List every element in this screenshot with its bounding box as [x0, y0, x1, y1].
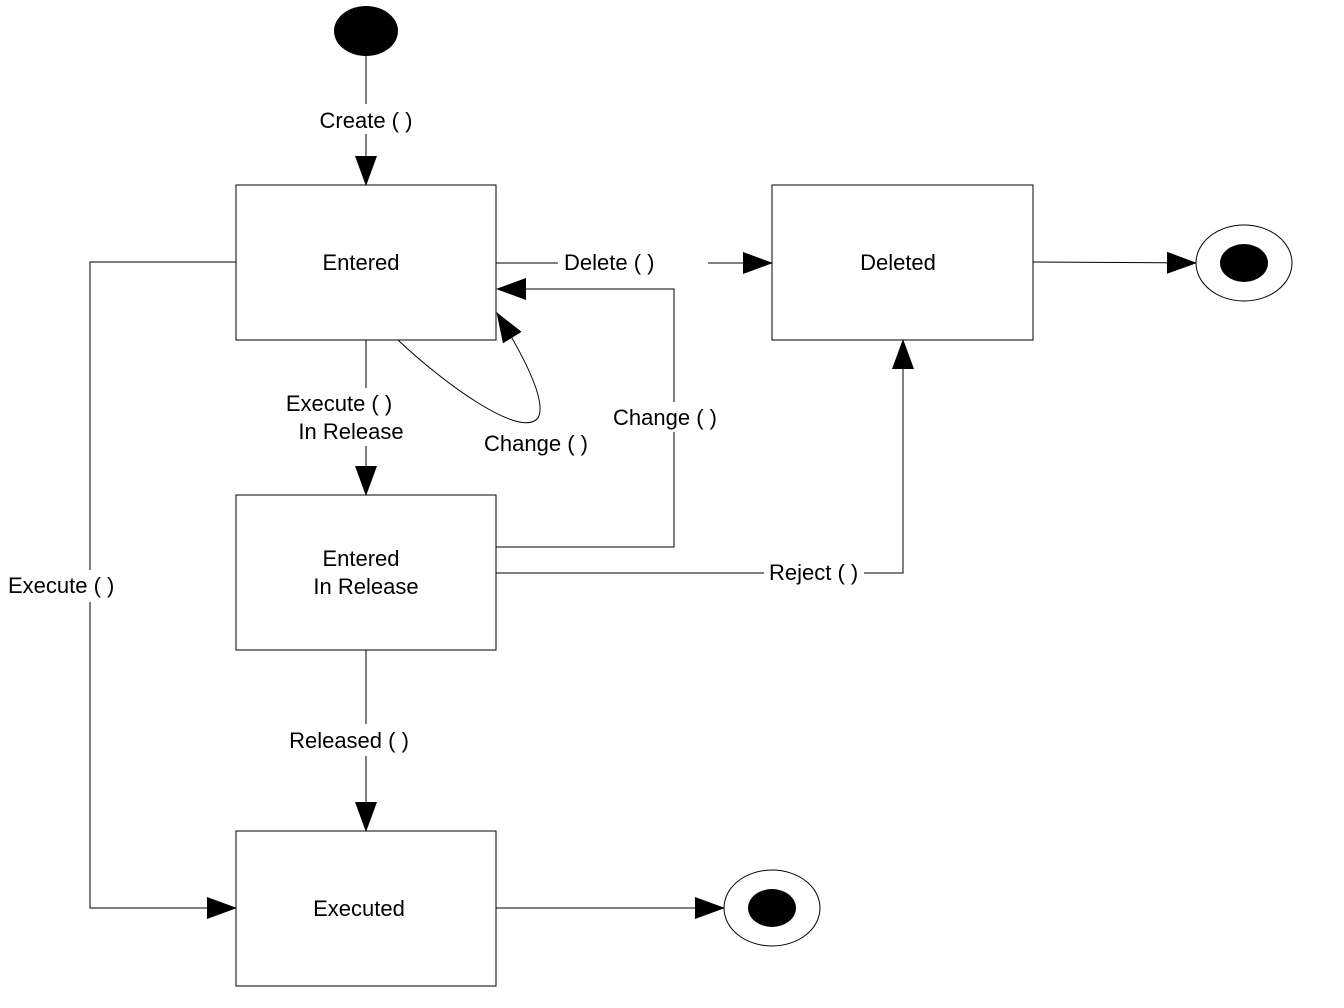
state-entered-in-release-label-1: Entered	[322, 546, 399, 571]
state-deleted-label: Deleted	[860, 250, 936, 275]
state-entered-in-release-label-2: In Release	[313, 574, 418, 599]
transition-released-label: Released ( )	[289, 728, 409, 753]
edge-deleted-final	[1032, 251, 1197, 274]
transition-execute-in-release-label-1: Execute ( )	[286, 391, 392, 416]
transition-reject-label: Reject ( )	[769, 560, 858, 585]
state-entered-label: Entered	[322, 250, 399, 275]
state-entered-in-release	[235, 494, 497, 651]
state-executed	[235, 830, 497, 987]
final-node-executed	[723, 869, 821, 947]
transition-execute-in-release-label-2: In Release	[298, 419, 403, 444]
transition-delete-label: Delete ( )	[564, 250, 654, 275]
edge-change-self	[397, 312, 541, 424]
state-executed-label: Executed	[313, 896, 405, 921]
edge-reject	[496, 339, 914, 574]
state-entered	[235, 184, 497, 341]
transition-create-label: Create ( )	[320, 108, 413, 133]
transition-change-back-label: Change ( )	[613, 405, 717, 430]
final-node-deleted	[1195, 224, 1293, 302]
initial-node	[334, 6, 398, 56]
transition-change-self-label: Change ( )	[484, 431, 588, 456]
transition-execute-label: Execute ( )	[8, 573, 114, 598]
